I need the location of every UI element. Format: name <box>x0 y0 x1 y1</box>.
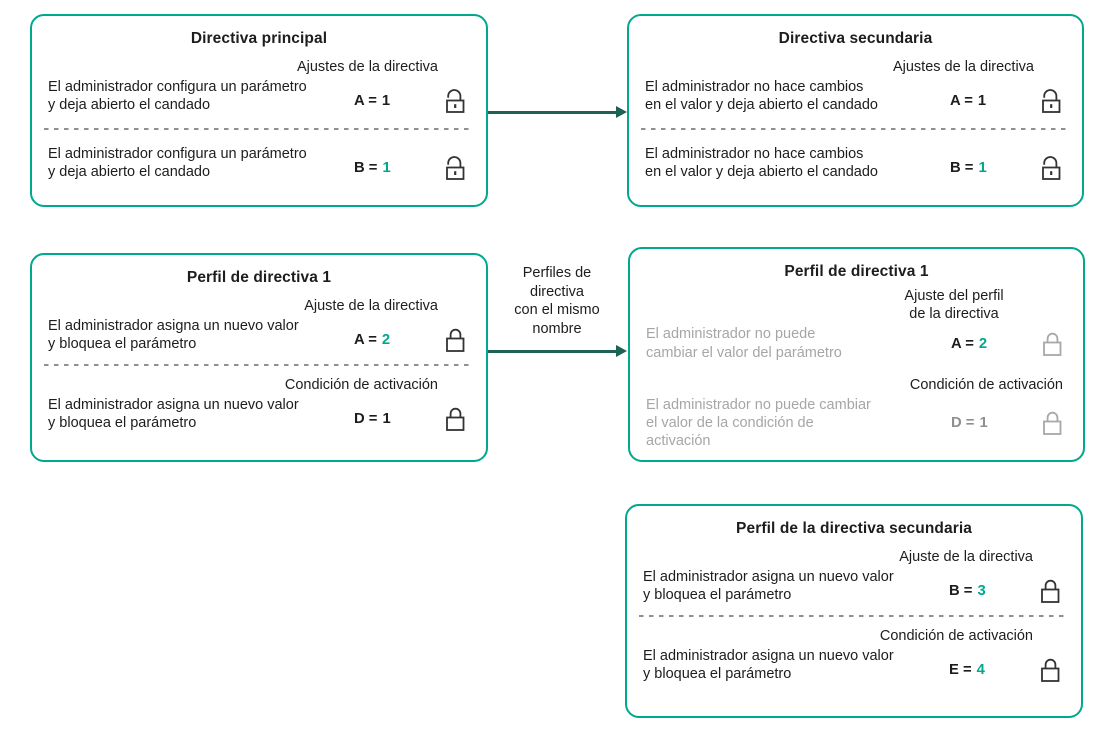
arrow-line <box>488 349 616 353</box>
dashed-divider <box>44 127 474 130</box>
policy-section: Ajuste de la directiva El administrador … <box>48 287 470 354</box>
open-lock-icon <box>440 87 470 115</box>
setting-description: El administrador no hace cambios en el v… <box>645 145 878 180</box>
parameter-number: 1 <box>382 411 391 428</box>
secondary-policy-profile-box: Perfil de la directiva secundaria Ajuste… <box>625 504 1083 718</box>
arrow-head-icon <box>616 106 627 118</box>
setting-description: El administrador no puede cambiar el val… <box>646 326 842 361</box>
section-label: Ajustes de la directiva <box>296 59 438 75</box>
open-lock-icon <box>1036 154 1066 182</box>
setting-description: El administrador asigna un nuevo valor y… <box>643 569 894 604</box>
arrow-head-icon <box>616 345 627 357</box>
setting-row: El administrador configura un parámetro … <box>48 78 470 115</box>
setting-description: El administrador no puede cambiar el val… <box>646 396 871 450</box>
setting-row: El administrador asigna un nuevo valor y… <box>643 568 1065 605</box>
parameter-number: 1 <box>979 415 988 432</box>
arrow-label: Perfiles de directiva con el mismo nombr… <box>514 265 600 337</box>
open-lock-icon <box>440 154 470 182</box>
setting-description: El administrador asigna un nuevo valor y… <box>48 396 299 432</box>
parameter-value: D = 1 <box>336 411 440 427</box>
box-title: Perfil de directiva 1 <box>784 263 929 280</box>
closed-lock-icon <box>1035 656 1065 684</box>
dashed-divider <box>639 614 1069 617</box>
section-label: Condición de activación <box>879 627 1033 644</box>
section-label: Ajuste del perfil de la directiva <box>904 288 1004 323</box>
closed-lock-icon <box>440 326 470 354</box>
setting-description: El administrador configura un parámetro … <box>48 79 307 114</box>
parameter-value: A = 2 <box>933 336 1037 352</box>
parameter-value: B = 1 <box>336 160 440 176</box>
parameter-value: B = 3 <box>931 583 1035 599</box>
setting-row: El administrador configura un parámetro … <box>48 145 470 182</box>
closed-lock-icon <box>1037 409 1067 437</box>
setting-description: El administrador configura un parámetro … <box>48 145 307 180</box>
setting-row: El administrador no hace cambios en el v… <box>645 145 1066 182</box>
parameter-name: B = <box>950 159 974 176</box>
policy-section: Condición de activación El administrador… <box>646 366 1067 451</box>
box-title: Directiva secundaria <box>778 30 933 47</box>
parameter-name: B = <box>354 159 378 176</box>
closed-lock-icon <box>1035 577 1065 605</box>
policy-section: El administrador no hace cambios en el v… <box>645 130 1066 182</box>
closed-lock-icon <box>1037 330 1067 358</box>
policy-section: Ajustes de la directiva El administrador… <box>48 48 470 115</box>
parameter-name: B = <box>949 583 973 600</box>
setting-row: El administrador asigna un nuevo valor y… <box>48 396 470 433</box>
setting-row: El administrador asigna un nuevo valor y… <box>643 647 1065 684</box>
inherited-policy-profile-1-box: Perfil de directiva 1 Ajuste del perfil … <box>628 247 1085 462</box>
parameter-name: A = <box>950 93 973 110</box>
box-title: Perfil de directiva 1 <box>186 269 332 286</box>
closed-lock-icon <box>440 405 470 433</box>
inheritance-arrow <box>488 106 627 118</box>
parameter-value: A = 1 <box>336 93 440 109</box>
policy-section: Ajustes de la directiva El administrador… <box>645 48 1066 115</box>
policy-section: Condición de activación El administrador… <box>643 617 1065 684</box>
setting-description: El administrador asigna un nuevo valor y… <box>48 318 299 353</box>
policy-profile-1-box: Perfil de directiva 1 Ajuste de la direc… <box>30 253 488 462</box>
arrow-line <box>488 110 616 114</box>
setting-description: El administrador asigna un nuevo valor y… <box>643 647 894 683</box>
setting-row: El administrador no puede cambiar el val… <box>646 396 1067 451</box>
parameter-value: E = 4 <box>931 662 1035 678</box>
parameter-number: 1 <box>978 159 987 176</box>
parameter-number: 2 <box>381 332 391 349</box>
parameter-name: A = <box>354 332 377 349</box>
parameter-name: D = <box>354 411 378 428</box>
setting-row: El administrador no puede cambiar el val… <box>646 325 1067 362</box>
open-lock-icon <box>1036 87 1066 115</box>
setting-row: El administrador asigna un nuevo valor y… <box>48 317 470 354</box>
parameter-value: A = 1 <box>932 93 1036 109</box>
parameter-number: 1 <box>977 93 987 110</box>
setting-description: El administrador no hace cambios en el v… <box>645 79 878 114</box>
parameter-value: A = 2 <box>336 332 440 348</box>
policy-section: Ajuste del perfil de la directiva El adm… <box>646 281 1067 362</box>
parameter-name: A = <box>354 93 377 110</box>
parameter-value: B = 1 <box>932 160 1036 176</box>
policy-section: El administrador configura un parámetro … <box>48 130 470 182</box>
main-policy-box: Directiva principal Ajustes de la direct… <box>30 14 488 207</box>
section-label: Ajuste de la directiva <box>899 549 1033 565</box>
parameter-number: 1 <box>381 93 391 110</box>
section-label: Ajustes de la directiva <box>892 59 1034 75</box>
secondary-policy-box: Directiva secundaria Ajustes de la direc… <box>627 14 1084 207</box>
profiles-same-name-arrow <box>488 345 627 357</box>
parameter-number: 2 <box>978 335 988 352</box>
box-title: Perfil de la directiva secundaria <box>736 520 972 537</box>
setting-row: El administrador no hace cambios en el v… <box>645 78 1066 115</box>
section-label: Ajuste de la directiva <box>304 298 438 314</box>
policy-section: Ajuste de la directiva El administrador … <box>643 538 1065 605</box>
parameter-name: A = <box>951 335 974 352</box>
parameter-number: 3 <box>977 583 986 600</box>
policy-section: Condición de activación El administrador… <box>48 366 470 433</box>
box-title: Directiva principal <box>190 30 328 47</box>
parameter-name: D = <box>951 415 975 432</box>
parameter-number: 4 <box>976 662 985 679</box>
section-label: Condición de activación <box>284 376 438 393</box>
dashed-divider <box>641 127 1070 130</box>
parameter-name: E = <box>949 662 972 679</box>
section-label: Condición de activación <box>909 376 1063 393</box>
dashed-divider <box>44 363 474 366</box>
parameter-value: D = 1 <box>933 415 1037 431</box>
parameter-number: 1 <box>382 159 391 176</box>
